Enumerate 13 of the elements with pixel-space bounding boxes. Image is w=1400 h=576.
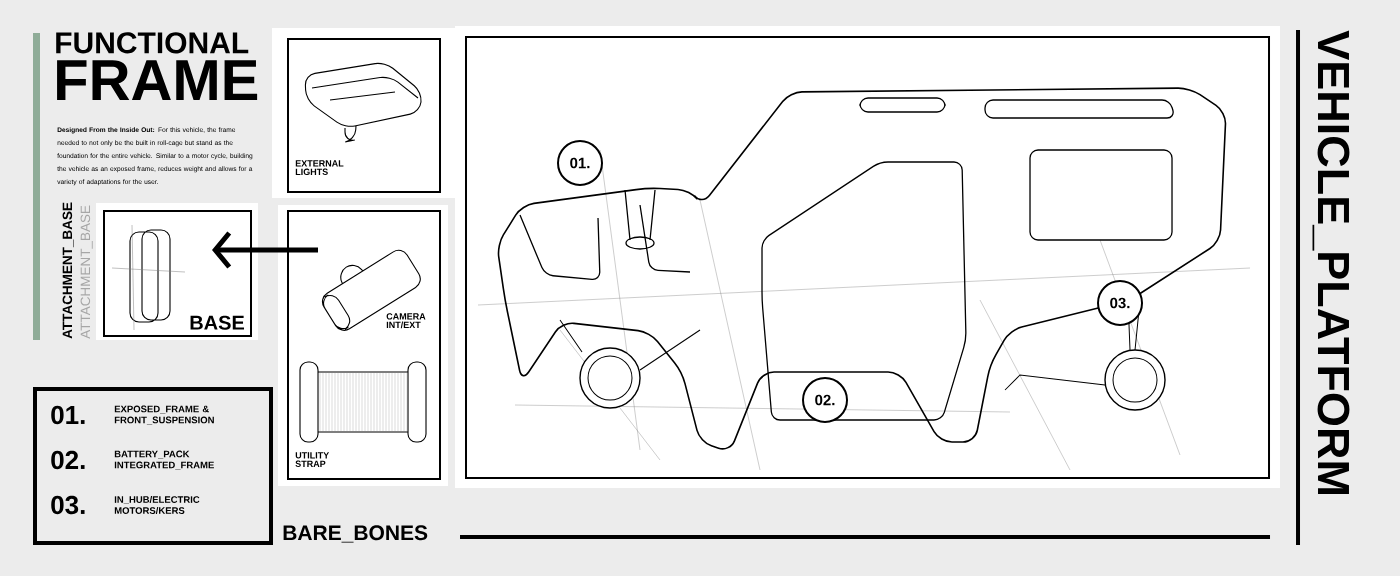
vertical-title: ATTACHMENT_BASE <box>62 202 74 339</box>
panel-box: BASE <box>103 210 252 337</box>
callout-number: 03. <box>1097 280 1143 326</box>
panel-box: EXTERNAL LIGHTS <box>287 38 441 193</box>
heading: BARE_BONES <box>283 525 428 543</box>
title: FUNCTIONAL <box>56 32 249 54</box>
callout-number: 02. <box>802 377 848 423</box>
panel-box: CAMERA INT/EXT UTILITY STRAP <box>287 210 441 480</box>
callout-number: 01. <box>557 140 603 186</box>
legend-box: 01. EXPOSED_FRAME & FRONT_SUSPENSION 02. BATTERY_PACK INTEGRATED_FRAME 03. IN_HUB/ELECTRIC MOTORS/KERS <box>33 387 273 545</box>
vertical-title: VEHICLE_PLATFORM <box>1312 30 1350 494</box>
arrow <box>212 231 318 269</box>
title: FRAME <box>57 60 258 101</box>
